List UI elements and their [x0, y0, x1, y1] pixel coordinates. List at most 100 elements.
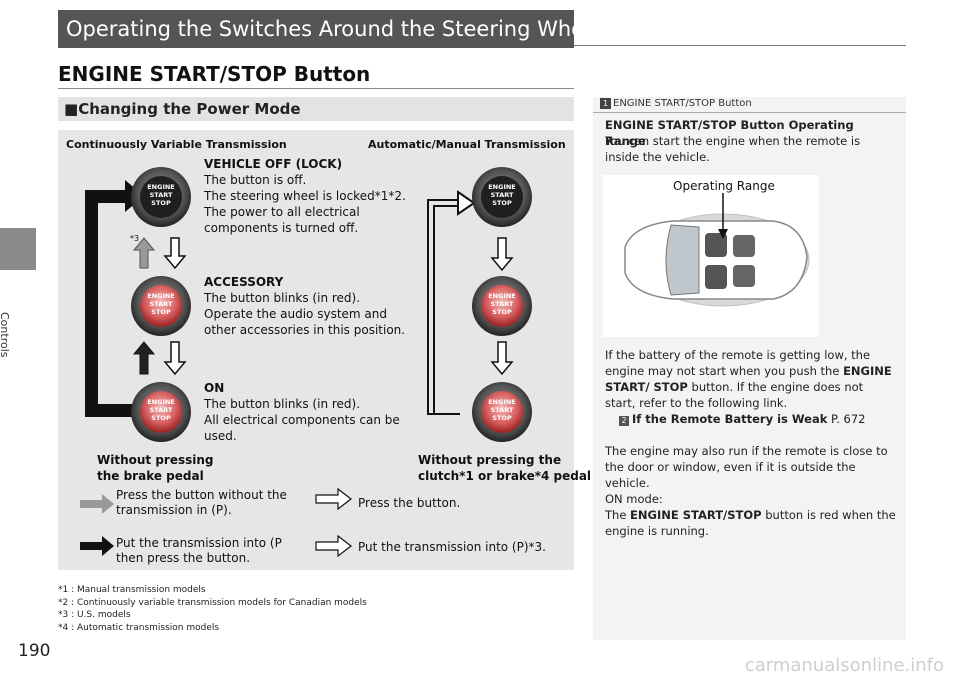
without-brake-line: the brake pedal — [97, 469, 204, 483]
legend-put: Put the transmission into (P)*3. — [358, 540, 546, 554]
state-on-line: The button blinks (in red). — [204, 397, 361, 411]
cvt-arrow-down-2 — [163, 341, 187, 376]
legend-put-then-press-line: Put the transmission into (P — [116, 536, 282, 550]
star3-marker: *3 — [130, 234, 140, 243]
engine-button-word: START — [490, 406, 514, 414]
without-brake-line: Without pressing — [97, 453, 214, 467]
car-top-view — [603, 175, 819, 337]
note-on-mode-pre: The — [605, 508, 631, 522]
legend-press: Press the button. — [358, 496, 461, 510]
cvt-button-accessory — [131, 276, 191, 336]
power-mode-diagram-graphics — [80, 167, 532, 558]
column-manual-heading: Automatic/Manual Transmission — [368, 138, 566, 151]
state-on-line: All electrical components can be — [204, 413, 400, 427]
note-close-paragraph: The engine may also run if the remote is… — [605, 444, 888, 490]
state-vehicle-off-title: VEHICLE OFF (LOCK) — [204, 157, 343, 171]
footnote: *1 : Manual transmission models — [58, 585, 206, 595]
engine-button-word: START — [490, 191, 514, 199]
legend-press-without: Press the button without the transmissio… — [116, 488, 287, 518]
engine-button-word: ENGINE — [488, 292, 516, 300]
subsection-title: ■Changing the Power Mode — [64, 100, 301, 118]
cvt-arrow-up-2 — [132, 341, 156, 375]
engine-button-word: STOP — [151, 308, 171, 316]
engine-button-word: STOP — [151, 199, 171, 207]
subsection-title-text: Changing the Power Mode — [78, 100, 301, 118]
state-vehicle-off-line: components is turned off. — [204, 221, 359, 235]
footnote: *4 : Automatic transmission models — [58, 622, 220, 633]
manual-arrow-down-1 — [490, 237, 514, 272]
engine-button-word: START — [149, 406, 173, 414]
note-link-text[interactable]: If the Remote Battery is Weak — [632, 412, 828, 426]
footnote: *2 : Continuously variable transmission … — [58, 597, 367, 608]
manual-button-accessory — [472, 276, 532, 336]
operating-range-figure: Operating Range — [603, 175, 819, 337]
section-title: ENGINE START/STOP Button — [58, 62, 371, 86]
subsection-bar — [58, 97, 574, 121]
engine-button-word: ENGINE — [147, 398, 175, 406]
state-on-title: ON — [204, 381, 225, 395]
manual-button-on — [472, 382, 532, 442]
square-bullet-icon: ■ — [64, 100, 79, 118]
without-clutch-line: clutch*1 or brake*4 pedal — [418, 469, 592, 483]
engine-button-word: STOP — [151, 414, 171, 422]
side-tab-band — [0, 228, 36, 270]
state-on: ON The button blinks (in red). All elect… — [204, 380, 400, 444]
legend-press-without-line: Press the button without the — [116, 488, 287, 502]
legend-put-then-press-line: then press the button. — [116, 551, 251, 565]
chapter-header — [58, 10, 574, 48]
state-accessory: ACCESSORY The button blinks (in red). Op… — [204, 274, 405, 338]
without-clutch-line: Without pressing the — [418, 453, 562, 467]
engine-button-word: START — [149, 300, 173, 308]
legend-arrow-outline-1 — [315, 487, 352, 511]
note-marker-icon: 1 — [600, 98, 611, 109]
state-vehicle-off: VEHICLE OFF (LOCK) The button is off. Th… — [204, 156, 406, 236]
cvt-arrow-down-1 — [163, 237, 187, 270]
link-arrow-icon: 2 — [619, 416, 629, 426]
footnote: *3 : U.S. models — [58, 610, 131, 620]
state-vehicle-off-line: The power to all electrical — [204, 205, 360, 219]
note-battery-bold: ENGINE START/ STOP — [605, 364, 892, 394]
chapter-title: Operating the Switches Around the Steeri… — [66, 17, 603, 41]
note-on-mode-paragraph: The ENGINE START/STOP button is red when… — [605, 507, 897, 539]
legend-arrow-black — [80, 536, 114, 556]
legend-press-without-line: transmission in (P). — [116, 503, 232, 517]
side-note-heading-text: ENGINE START/STOP Button — [613, 98, 752, 109]
footnotes: *1 : Manual transmission models *2 : Con… — [58, 584, 367, 634]
note-on-mode-bold: ENGINE START/STOP — [630, 508, 762, 522]
engine-button-word: ENGINE — [147, 183, 175, 191]
header-rule — [574, 45, 906, 46]
manual-button-off — [472, 167, 532, 227]
state-vehicle-off-line: The steering wheel is locked*1*2. — [204, 189, 406, 203]
side-tab-label: Controls — [0, 312, 11, 358]
operating-range-label: Operating Range — [673, 179, 775, 193]
cvt-button-on — [131, 382, 191, 442]
engine-button-word: STOP — [492, 199, 512, 207]
state-accessory-line: Operate the audio system and — [204, 307, 387, 321]
state-vehicle-off-line: The button is off. — [204, 173, 307, 187]
without-clutch-label: Without pressing the clutch*1 or brake*4… — [418, 452, 591, 484]
engine-button-word: ENGINE — [488, 398, 516, 406]
legend-arrow-gray — [80, 494, 114, 514]
engine-button-word: ENGINE — [488, 183, 516, 191]
note-intro: You can start the engine when the remote… — [605, 134, 861, 164]
without-brake-label: Without pressing the brake pedal — [97, 452, 214, 484]
note-battery-post: button. If the engine does not start, re… — [605, 380, 864, 410]
state-accessory-title: ACCESSORY — [204, 275, 284, 289]
watermark: carmanualsonline.info — [744, 655, 944, 676]
manual-arrow-down-2 — [490, 341, 514, 376]
note-on-mode-label: ON mode: — [605, 492, 663, 506]
engine-button-word: STOP — [492, 414, 512, 422]
legend-arrow-outline-2 — [315, 534, 352, 558]
cvt-button-off — [131, 167, 191, 227]
state-accessory-line: other accessories in this position. — [204, 323, 406, 337]
legend-put-then-press: Put the transmission into (P then press … — [116, 536, 282, 566]
state-on-line: used. — [204, 429, 237, 443]
